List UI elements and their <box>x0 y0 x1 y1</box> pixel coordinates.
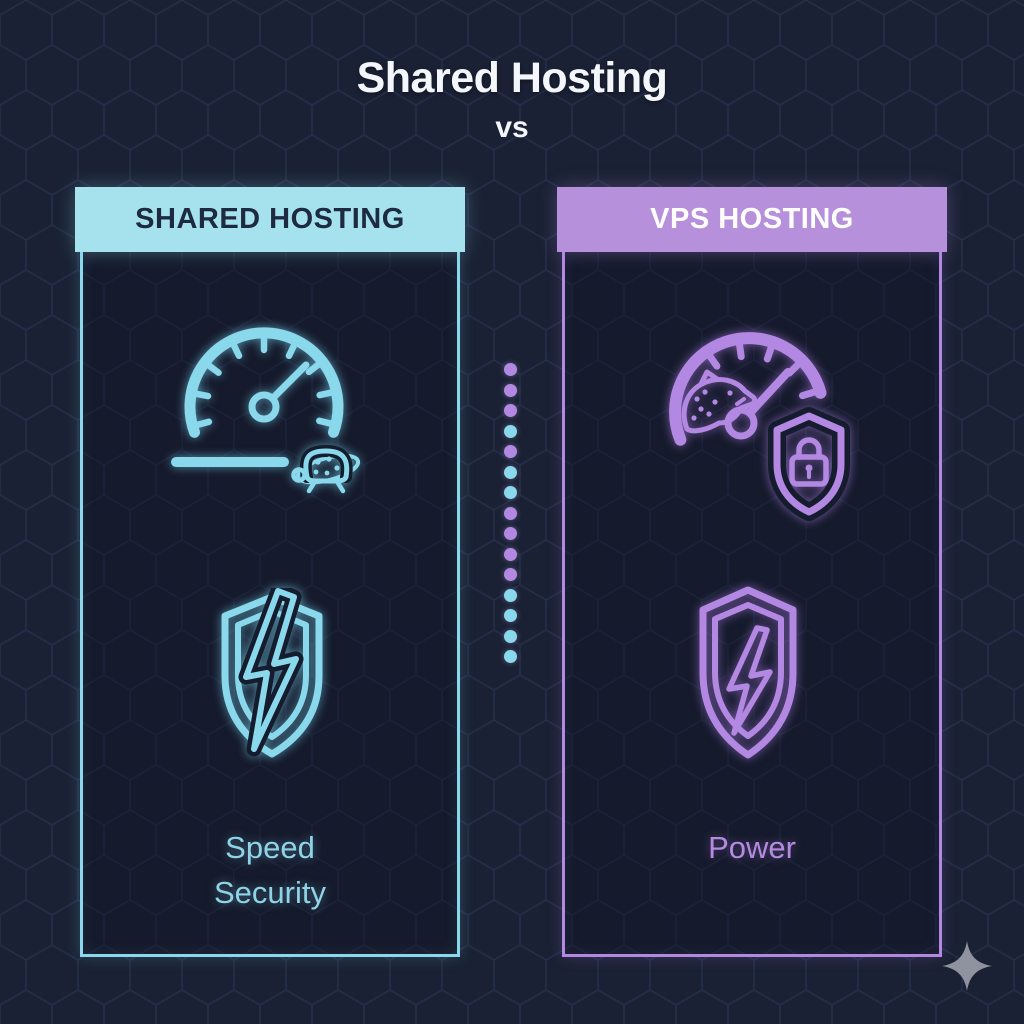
shared-card-header: SHARED HOSTING <box>75 187 465 252</box>
divider-dot <box>504 609 517 622</box>
divider-dot <box>504 363 517 376</box>
divider-dot <box>504 650 517 663</box>
shared-hosting-card: SHARED HOSTING <box>75 187 465 957</box>
shield-lightning-icon <box>699 586 797 759</box>
turtle-glyph <box>291 445 361 494</box>
sparkle-icon <box>942 941 992 991</box>
divider-dot <box>504 588 517 602</box>
speedometer-cheetah-lock-icon <box>669 332 850 521</box>
divider-dot <box>504 547 517 561</box>
vps-card-body: Power <box>562 252 942 957</box>
divider-dot <box>504 424 517 438</box>
vs-label: vs <box>495 111 529 144</box>
feature-label-power: Power <box>708 830 796 865</box>
vps-hosting-card: VPS HOSTING <box>557 187 947 957</box>
shared-card-body: Speed Security <box>80 252 460 957</box>
divider-dot <box>504 568 517 581</box>
divider-dots <box>504 363 517 663</box>
vps-card-title: VPS HOSTING <box>650 203 854 235</box>
divider-dot <box>504 383 517 397</box>
divider-dot <box>504 465 517 479</box>
speedometer-turtle-icon <box>171 327 361 494</box>
divider-dot <box>504 506 517 520</box>
divider-dot <box>504 486 517 499</box>
page-title: Shared Hosting <box>356 54 668 102</box>
feature-label-security: Security <box>214 875 326 910</box>
cheetah-glyph <box>681 369 758 434</box>
broken-shield-lightning-icon <box>221 588 323 758</box>
shield-lock-glyph <box>768 407 850 521</box>
feature-label-speed: Speed <box>225 830 315 865</box>
divider-dot <box>504 445 517 458</box>
vps-card-header: VPS HOSTING <box>557 187 947 252</box>
divider-dot <box>504 404 517 417</box>
divider-dot <box>504 629 517 643</box>
shared-card-title: SHARED HOSTING <box>135 203 405 235</box>
divider-dot <box>504 527 517 540</box>
